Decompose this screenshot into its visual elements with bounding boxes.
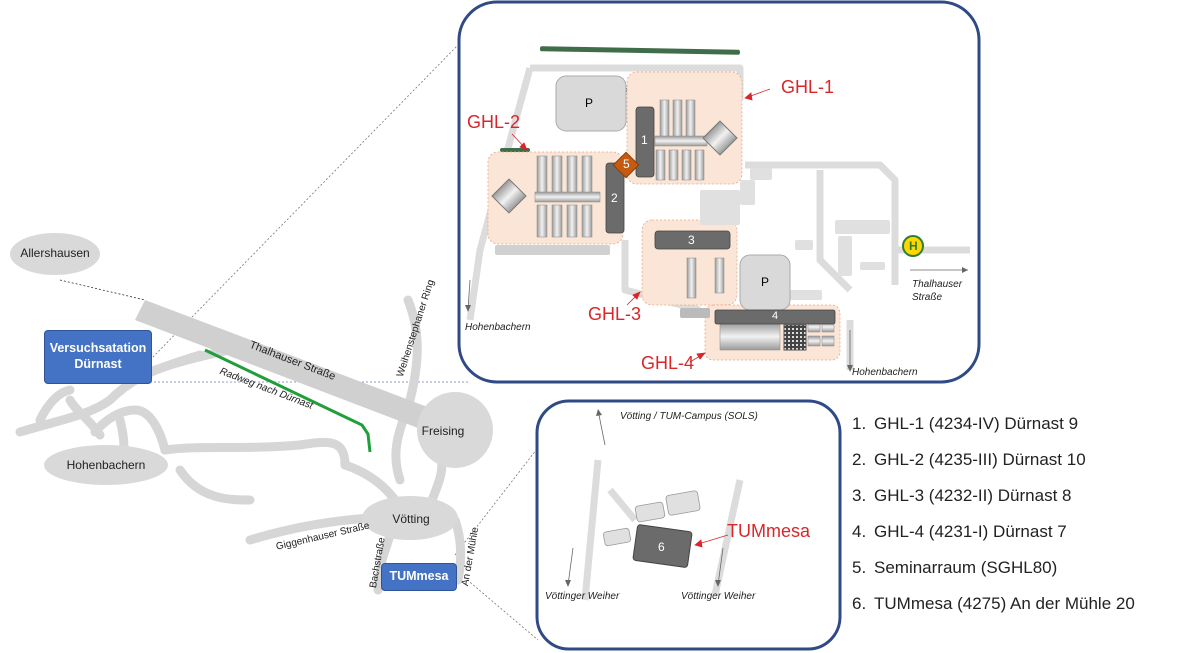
building-5-label: 5 — [623, 157, 630, 171]
freising-circle — [417, 392, 493, 468]
building-5 — [612, 151, 640, 179]
building-legend: 1.GHL-1 (4234-IV) Dürnast 9 2.GHL-2 (423… — [852, 412, 1135, 628]
building-4 — [714, 309, 836, 325]
building-3-label: 3 — [688, 233, 695, 247]
building-1-label: 1 — [641, 133, 648, 147]
allershausen-label: Allershausen — [20, 246, 90, 260]
voetting-campus-label: Vötting / TUM-Campus (SOLS) — [620, 411, 758, 422]
voettinger-weiher-left-label: Vöttinger Weiher — [545, 591, 620, 602]
tummesa-label: TUMmesa — [727, 521, 811, 541]
parking-1-label: P — [585, 96, 594, 110]
building-6 — [632, 524, 693, 568]
ghl3-label: GHL-3 — [588, 304, 642, 324]
legend-item: 5.Seminarraum (SGHL80) — [852, 558, 1058, 577]
thalhauser-detail-label: Thalhauser Straße — [912, 279, 963, 303]
bus-stop-icon — [902, 235, 924, 257]
legend-item: 3.GHL-3 (4232-II) Dürnast 8 — [852, 486, 1072, 505]
hohenbachern-ellipse — [44, 445, 168, 485]
freising-label: Freising — [421, 424, 465, 438]
legend-item: 2.GHL-2 (4235-III) Dürnast 10 — [852, 450, 1086, 469]
versuchsstation-box[interactable]: Versuchsatation Dürnast — [44, 330, 152, 384]
building-6-label: 6 — [658, 540, 665, 554]
building-1 — [635, 106, 655, 178]
hohenbachern-bottom-label: Hohenbachern — [852, 367, 918, 378]
tummesa-box[interactable]: TUMmesa — [381, 563, 457, 591]
detail-frame-bottom — [535, 399, 842, 651]
detail-frame-top — [457, 0, 981, 384]
parking-icon — [555, 75, 627, 132]
building-4-label: 4 — [772, 310, 779, 322]
parking-2-label: P — [761, 275, 770, 289]
voetting-ellipse — [362, 496, 458, 540]
ghl2-label: GHL-2 — [467, 112, 521, 132]
hohenbachern-label: Hohenbachern — [66, 458, 146, 472]
ghl4-label: GHL-4 — [641, 353, 695, 373]
bus-stop-label: H — [909, 239, 918, 253]
voetting-label: Vötting — [392, 512, 430, 526]
allershausen-ellipse — [10, 233, 100, 275]
legend-item: 1.GHL-1 (4234-IV) Dürnast 9 — [852, 414, 1079, 433]
overview-map — [10, 44, 541, 641]
legend-item: 4.GHL-4 (4231-I) Dürnast 7 — [852, 522, 1067, 541]
building-3 — [654, 230, 731, 250]
ghl1-label: GHL-1 — [781, 77, 835, 97]
legend-item: 6.TUMmesa (4275) An der Mühle 20 — [852, 594, 1135, 613]
hohenbachern-left-label: Hohenbachern — [465, 322, 531, 333]
building-2-label: 2 — [611, 191, 618, 205]
voettinger-weiher-right-label: Vöttinger Weiher — [681, 591, 756, 602]
